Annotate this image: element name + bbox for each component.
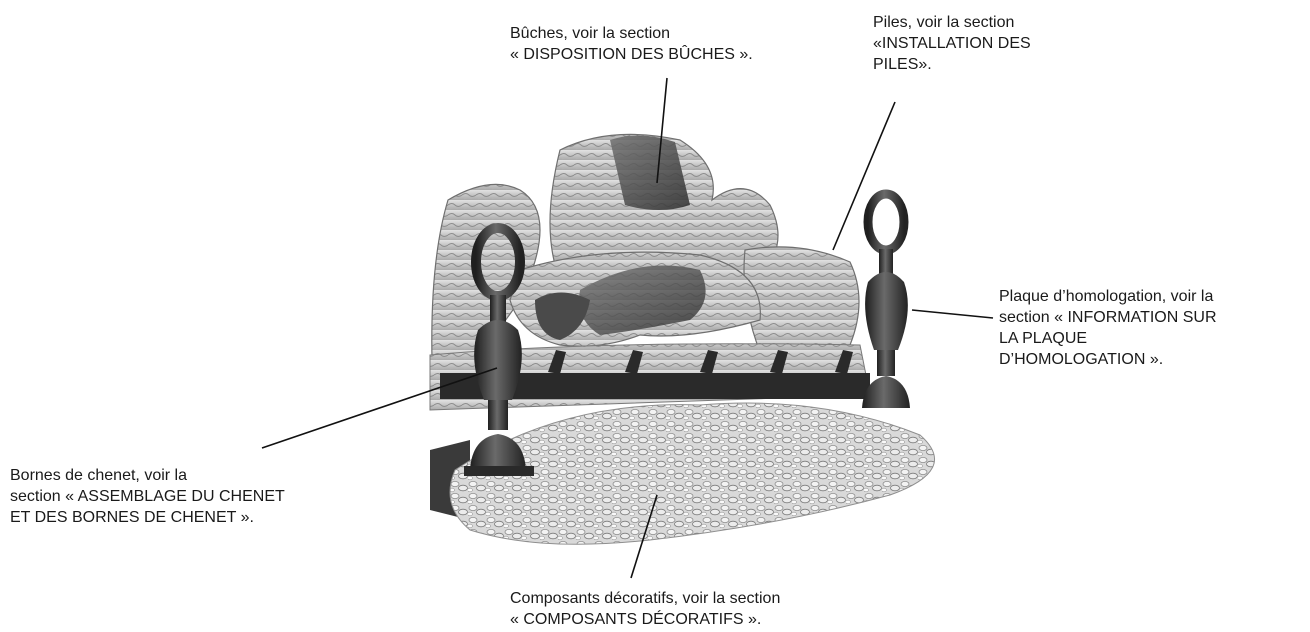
callout-batteries: Piles, voir la section «INSTALLATION DES…	[873, 12, 1031, 75]
callout-rating-plate-line-3: LA PLAQUE	[999, 328, 1217, 349]
callout-logs-line-2: « DISPOSITION DES BÛCHES ».	[510, 44, 753, 65]
callout-andirons-line-1: Bornes de chenet, voir la	[10, 465, 285, 486]
callout-decorative: Composants décoratifs, voir la section «…	[510, 588, 780, 630]
callout-logs: Bûches, voir la section « DISPOSITION DE…	[510, 23, 753, 65]
callout-batteries-line-3: PILES».	[873, 54, 1031, 75]
callout-rating-plate-line-1: Plaque d’homologation, voir la	[999, 286, 1217, 307]
callout-batteries-line-1: Piles, voir la section	[873, 12, 1031, 33]
callout-andirons: Bornes de chenet, voir la section « ASSE…	[10, 465, 285, 528]
callout-rating-plate: Plaque d’homologation, voir la section «…	[999, 286, 1217, 370]
callout-rating-plate-line-4: D’HOMOLOGATION ».	[999, 349, 1217, 370]
callout-logs-line-1: Bûches, voir la section	[510, 23, 753, 44]
callout-andirons-line-3: ET DES BORNES DE CHENET ».	[10, 507, 285, 528]
right-log	[744, 247, 859, 352]
callout-decorative-line-1: Composants décoratifs, voir la section	[510, 588, 780, 609]
callout-decorative-line-2: « COMPOSANTS DÉCORATIFS ».	[510, 609, 780, 630]
callout-andirons-line-2: section « ASSEMBLAGE DU CHENET	[10, 486, 285, 507]
callout-rating-plate-line-2: section « INFORMATION SUR	[999, 307, 1217, 328]
callout-batteries-line-2: «INSTALLATION DES	[873, 33, 1031, 54]
leader-line-rating-plate	[912, 310, 993, 318]
